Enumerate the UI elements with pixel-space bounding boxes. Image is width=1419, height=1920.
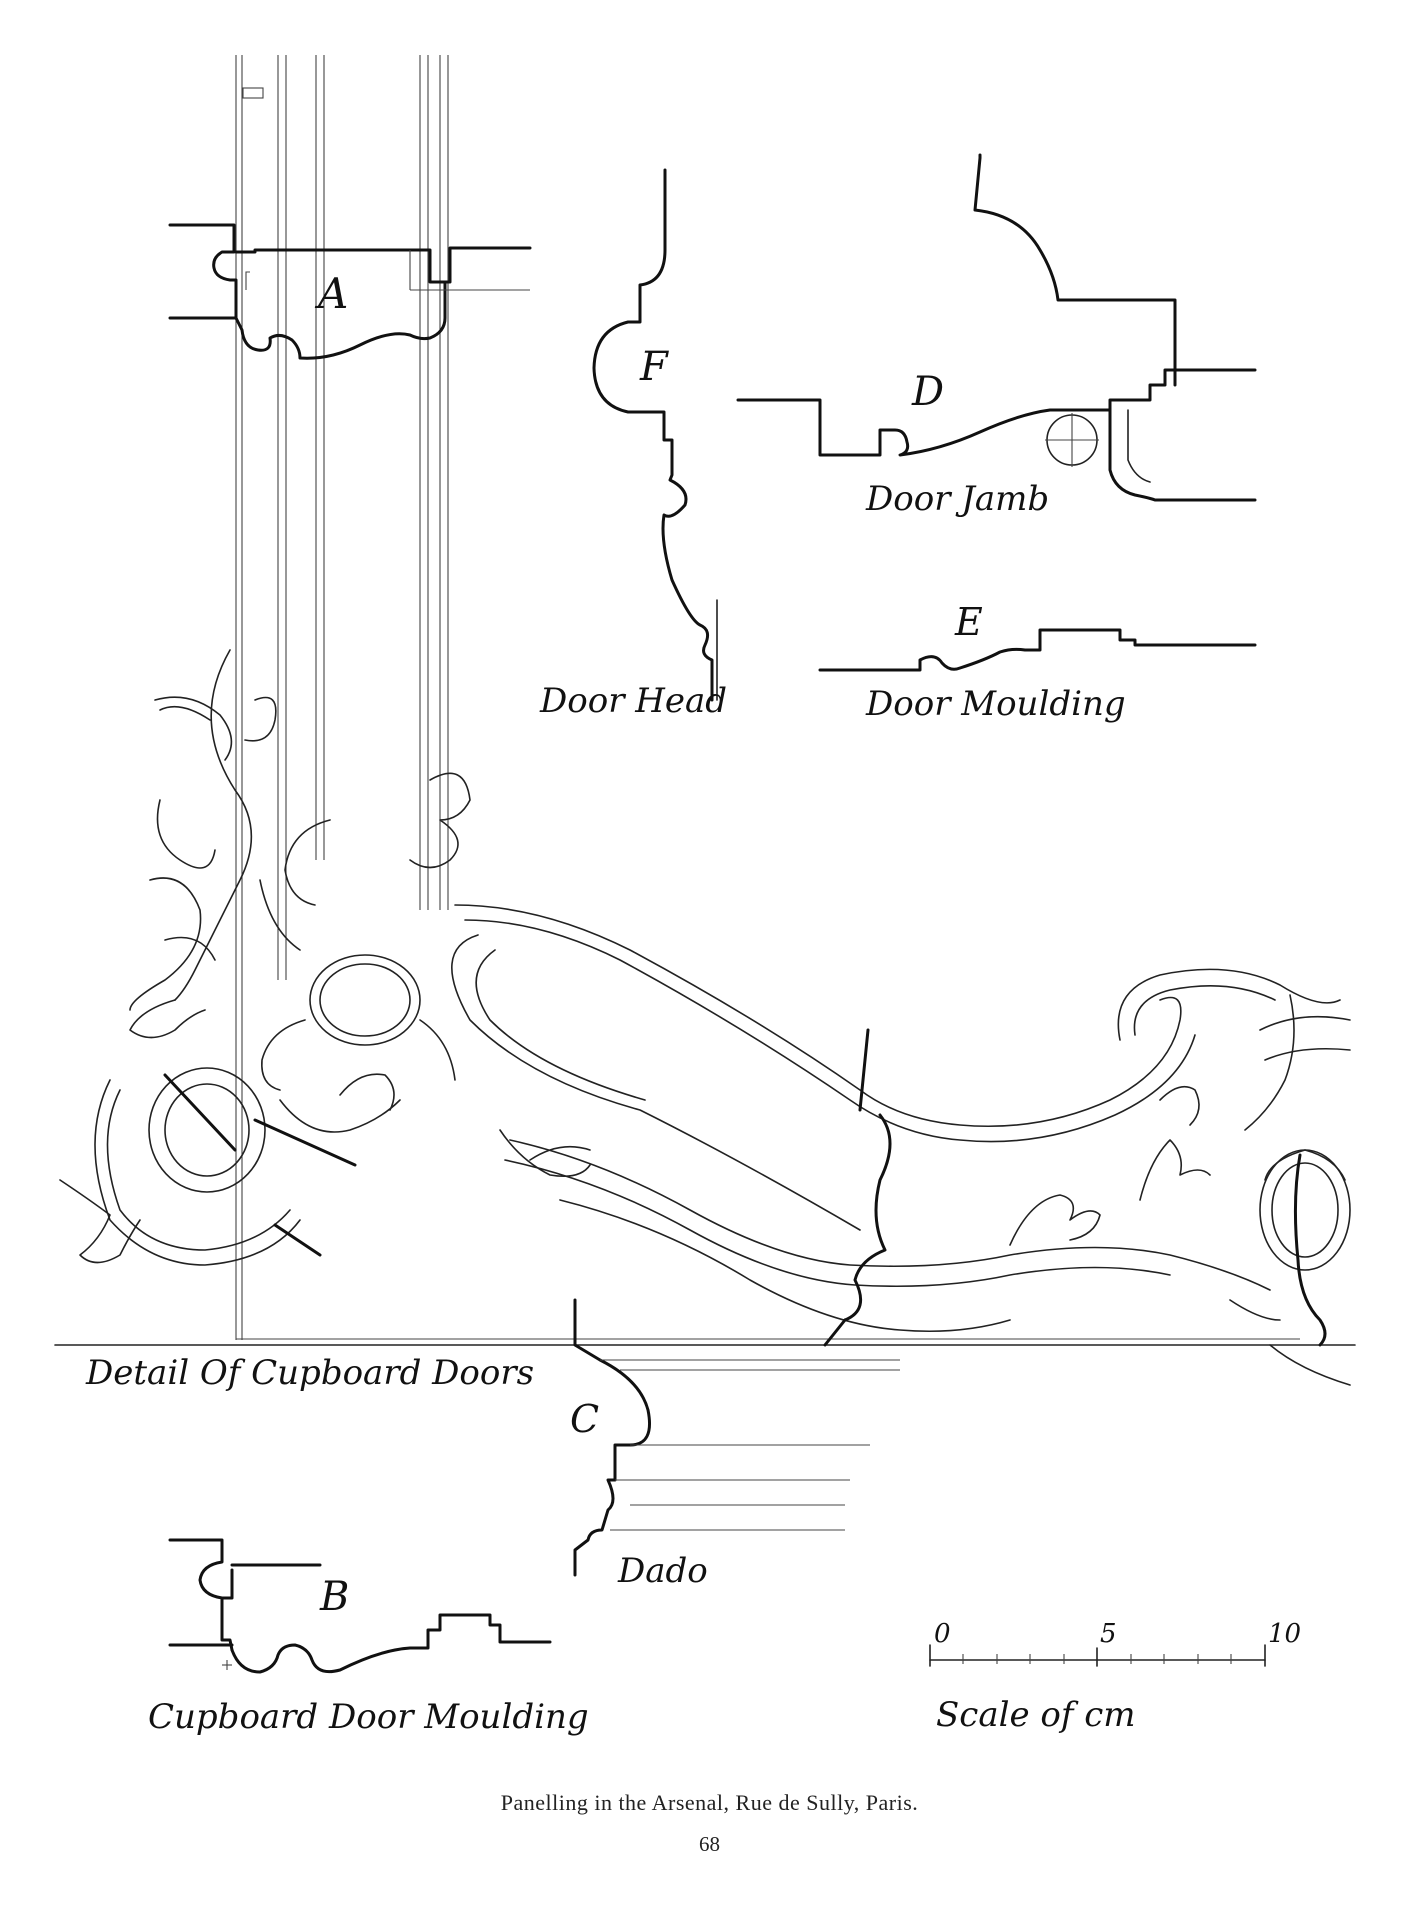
label-e: E: [954, 600, 983, 644]
rococo-ornament: [59, 649, 1351, 1386]
profile-cupboard-door-moulding: [168, 1538, 552, 1674]
detail-baseline: [54, 1338, 1356, 1346]
profile-door-moulding: [818, 628, 1257, 672]
label-dado: Dado: [617, 1551, 708, 1591]
label-cupboard-door-moulding: Cupboard Door Moulding: [148, 1697, 589, 1737]
scale-tick-5: 5: [1100, 1619, 1117, 1649]
page-number: 68: [699, 1832, 720, 1856]
scale-label: Scale of cm: [936, 1695, 1136, 1735]
profile-door-jamb: [736, 153, 1257, 502]
label-d: D: [911, 369, 944, 415]
profile-dado: [573, 1298, 900, 1577]
label-f: F: [639, 344, 669, 390]
label-door-head: Door Head: [539, 681, 727, 721]
profile-a: [168, 223, 532, 360]
label-door-jamb: Door Jamb: [865, 479, 1049, 519]
figure-caption: Panelling in the Arsenal, Rue de Sully, …: [500, 1790, 919, 1815]
label-door-moulding: Door Moulding: [865, 684, 1126, 724]
scale-tick-10: 10: [1268, 1619, 1301, 1649]
profile-door-head: [592, 168, 718, 702]
scale-tick-0: 0: [934, 1619, 951, 1649]
label-a: A: [314, 269, 348, 318]
label-b: B: [319, 1574, 349, 1620]
scale-bar: [929, 1644, 1266, 1667]
vertical-stile-lines: [235, 55, 449, 1340]
label-c: C: [570, 1397, 599, 1441]
label-detail-cupboard-doors: Detail Of Cupboard Doors: [85, 1353, 534, 1393]
